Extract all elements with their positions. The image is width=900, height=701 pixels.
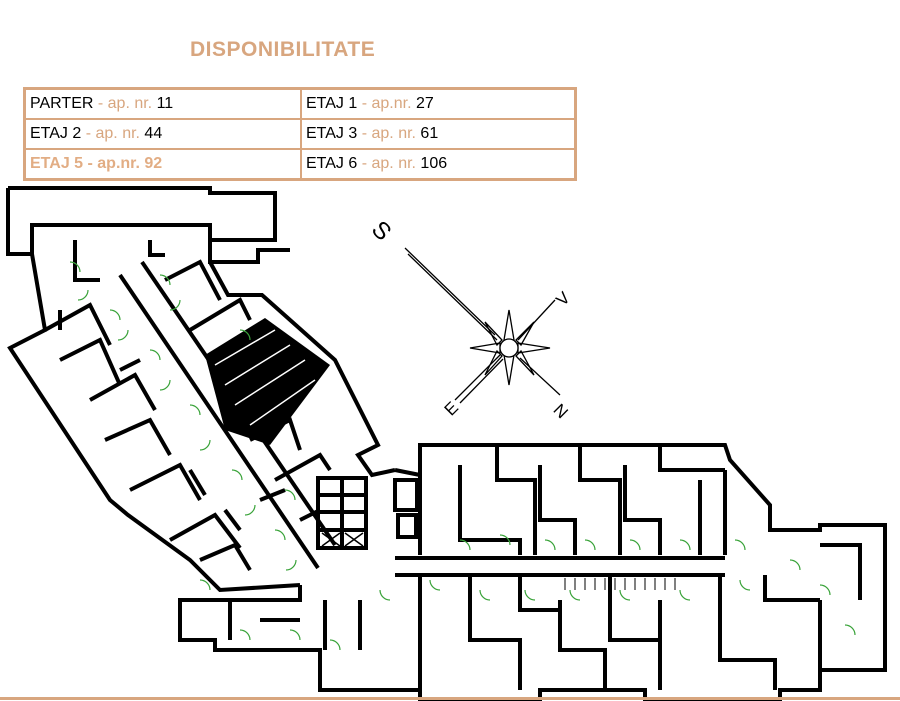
table-row: PARTER - ap. nr. 11 ETAJ 1 - ap.nr. 27: [23, 87, 577, 120]
availability-table: PARTER - ap. nr. 11 ETAJ 1 - ap.nr. 27 E…: [23, 87, 577, 181]
availability-cell: PARTER - ap. nr. 11: [23, 87, 302, 120]
availability-cell: ETAJ 3 - ap. nr. 61: [300, 118, 577, 150]
compass-labels: S V N E: [366, 216, 574, 422]
compass-label-east: V: [552, 288, 574, 310]
compass-label-west: E: [441, 398, 462, 419]
page-title: DISPONIBILITATE: [190, 38, 376, 61]
availability-cell: ETAJ 2 - ap. nr. 44: [23, 118, 302, 150]
compass-label-north: N: [550, 400, 572, 422]
diagonal-wing: [6, 186, 396, 593]
table-row: ETAJ 5 - ap.nr. 92 ETAJ 6 - ap. nr. 106: [23, 148, 577, 181]
table-row: ETAJ 2 - ap. nr. 44 ETAJ 3 - ap. nr. 61: [23, 118, 577, 150]
stair-block: [205, 318, 330, 445]
horizontal-wing: [178, 443, 887, 701]
availability-cell: ETAJ 6 - ap. nr. 106: [300, 148, 577, 181]
availability-cell-highlighted: ETAJ 5 - ap.nr. 92: [23, 148, 302, 181]
compass-rose-icon: [404, 247, 561, 404]
door-swings: [69, 261, 856, 651]
bottom-rule: [0, 697, 900, 700]
compass-label-south: S: [366, 216, 396, 246]
